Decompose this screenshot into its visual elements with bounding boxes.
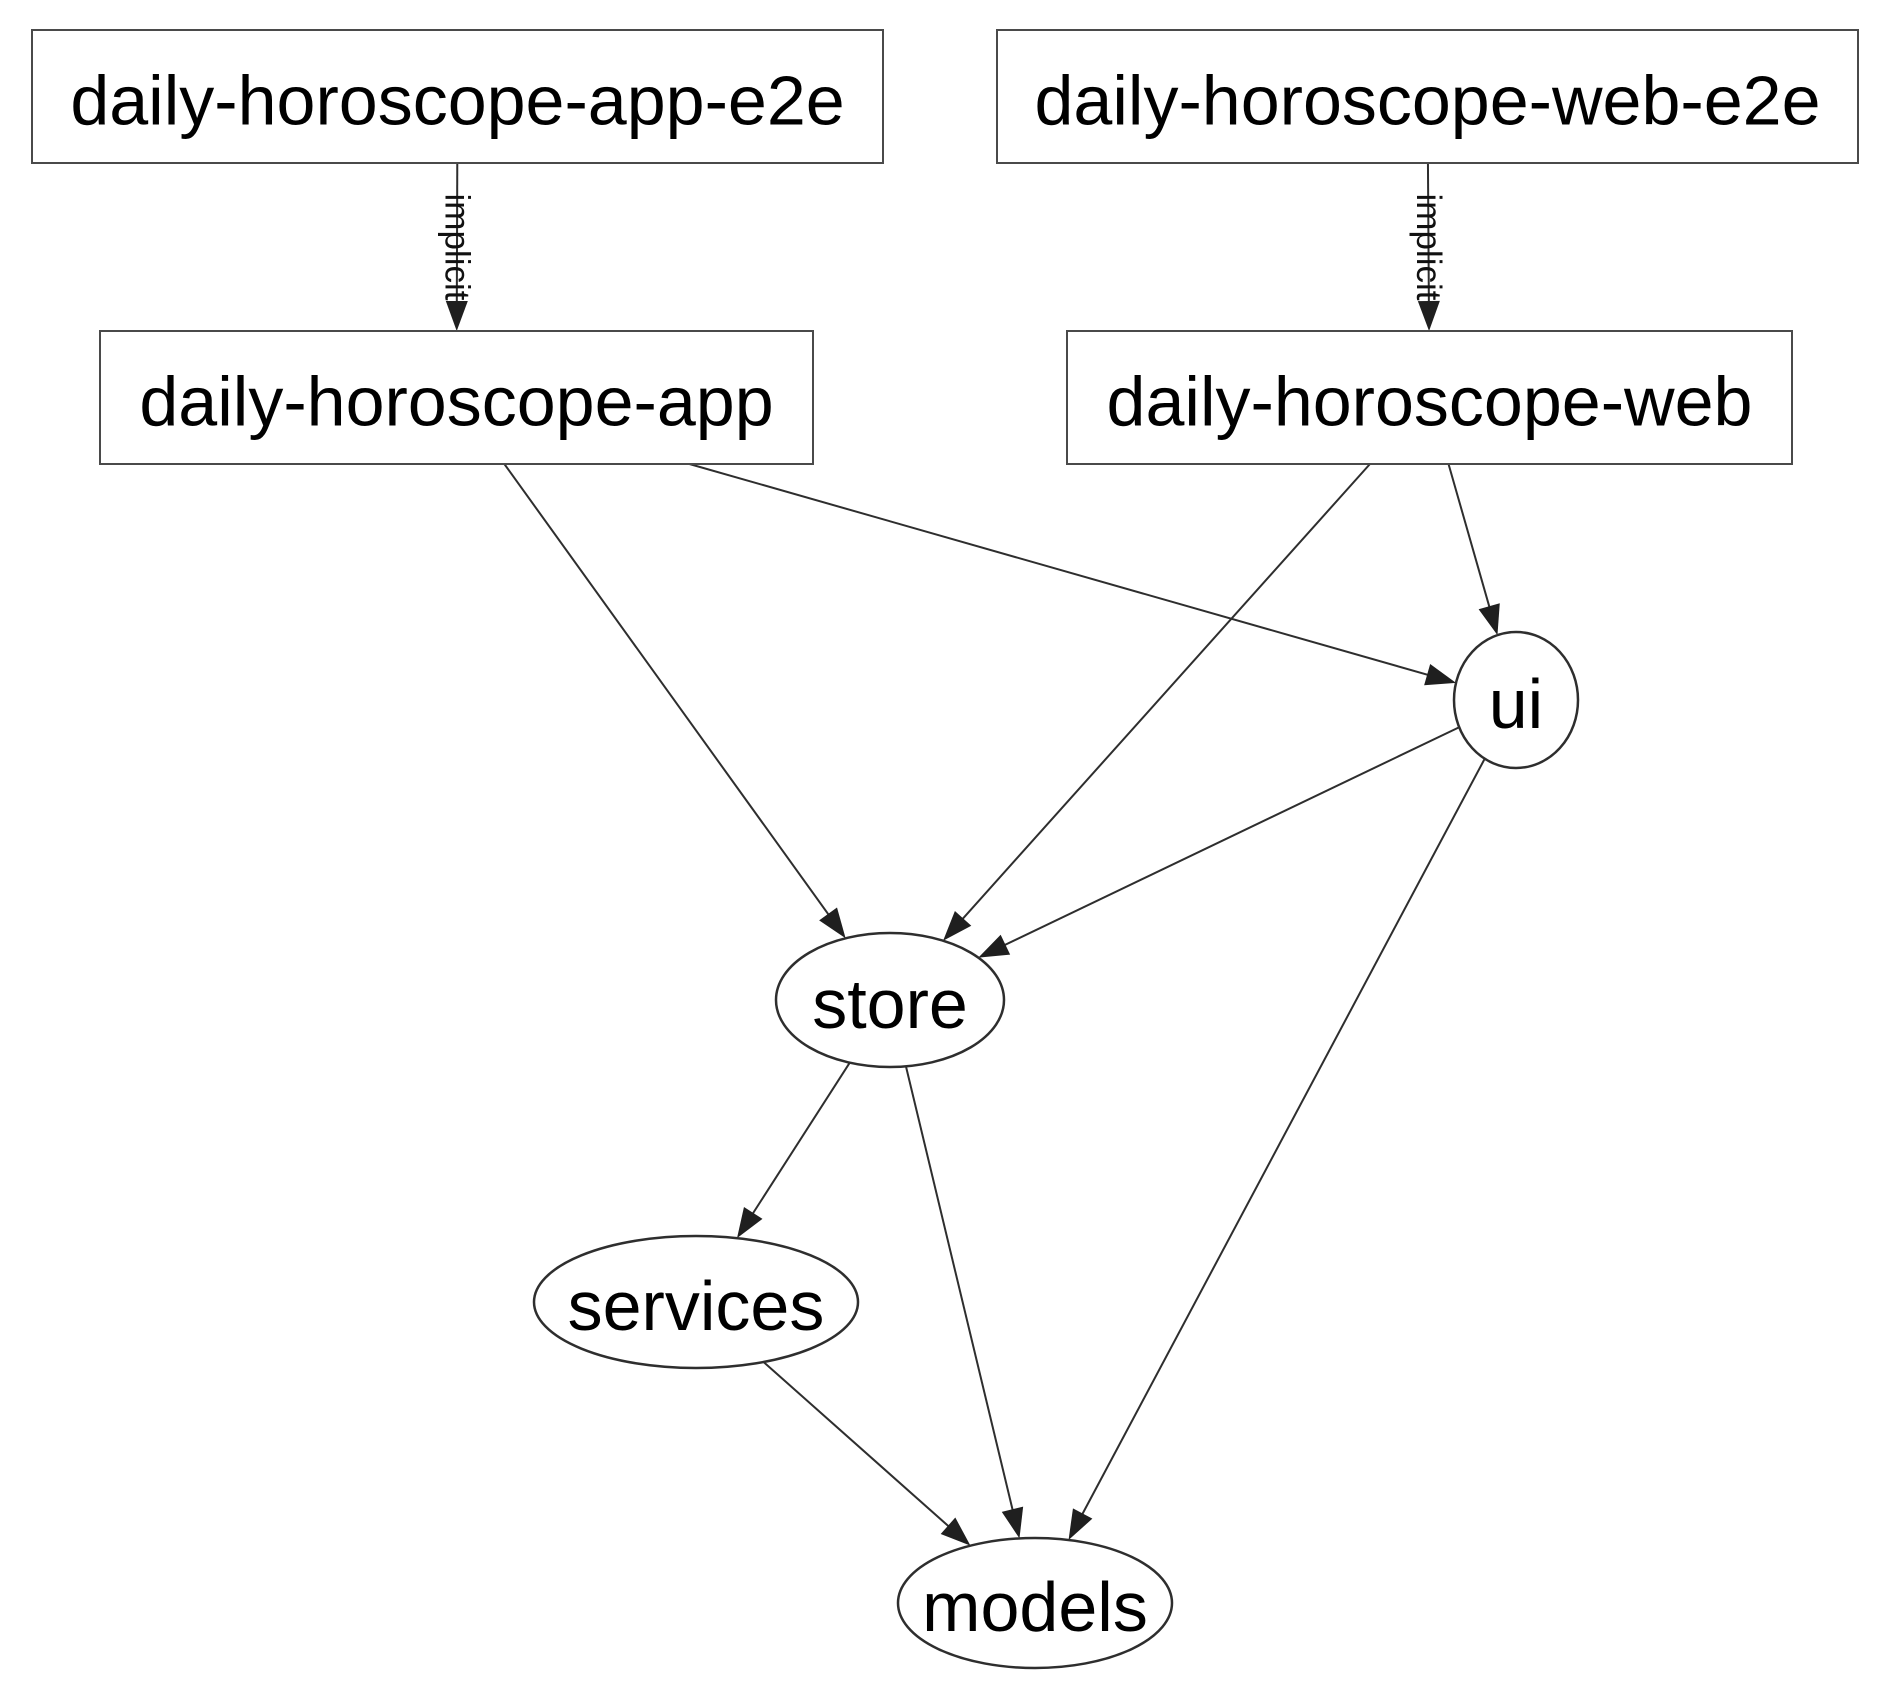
node-ellipse[interactable] xyxy=(532,1234,860,1370)
node-ellipse[interactable] xyxy=(774,931,1006,1069)
graph-node-daily-horoscope-web-e2e[interactable]: daily-horoscope-web-e2e xyxy=(996,29,1859,164)
graph-node-services[interactable]: services xyxy=(532,1234,860,1370)
edge-ui-models xyxy=(1068,758,1486,1540)
node-label: daily-horoscope-web xyxy=(1107,363,1753,441)
edge-line xyxy=(994,726,1460,951)
node-ellipse[interactable] xyxy=(1452,630,1580,770)
graph-node-ui[interactable]: ui xyxy=(1452,630,1580,770)
node-label: services xyxy=(568,1267,825,1345)
node-rect[interactable] xyxy=(1066,330,1793,465)
edge-line xyxy=(1426,162,1430,314)
node-rect[interactable] xyxy=(31,29,884,164)
edge-line xyxy=(762,1361,958,1535)
node-label: daily-horoscope-web-e2e xyxy=(1035,62,1821,140)
node-label: daily-horoscope-app-e2e xyxy=(70,62,844,140)
graph-node-daily-horoscope-app-e2e[interactable]: daily-horoscope-app-e2e xyxy=(31,29,884,164)
node-rect[interactable] xyxy=(996,29,1859,164)
edge-daily-horoscope-app-e2e-daily-horoscope-app: implicit xyxy=(438,162,477,331)
edges-layer: implicit implicit xyxy=(438,162,1500,1546)
graph-node-models[interactable]: models xyxy=(896,1536,1174,1670)
edge-line xyxy=(745,1062,851,1224)
edge-line xyxy=(954,463,1371,928)
node-rect[interactable] xyxy=(99,330,814,465)
arrowhead-icon xyxy=(445,300,468,331)
edge-line xyxy=(1447,463,1494,619)
node-ellipse[interactable] xyxy=(896,1536,1174,1670)
nodes-layer: daily-horoscope-app-e2e daily-horoscope-w… xyxy=(31,29,1859,1670)
edge-daily-horoscope-web-store xyxy=(943,463,1371,941)
arrowhead-icon xyxy=(940,1517,971,1546)
arrowhead-icon xyxy=(943,911,972,941)
edge-line xyxy=(904,1066,1017,1522)
edge-daily-horoscope-web-e2e-daily-horoscope-web: implicit xyxy=(1409,162,1448,331)
edge-ui-store xyxy=(978,726,1460,958)
graph-node-daily-horoscope-app[interactable]: daily-horoscope-app xyxy=(99,330,814,465)
edge-line xyxy=(503,463,836,925)
edge-daily-horoscope-app-store xyxy=(503,463,846,939)
arrowhead-icon xyxy=(1424,664,1456,686)
edge-line xyxy=(1076,758,1486,1525)
arrowhead-icon xyxy=(819,907,846,939)
edge-daily-horoscope-app-ui xyxy=(689,463,1456,686)
arrowhead-icon xyxy=(737,1206,763,1239)
arrowhead-icon xyxy=(1068,1508,1093,1540)
arrowhead-icon xyxy=(1478,603,1500,636)
arrowhead-icon xyxy=(978,934,1011,958)
edge-store-models xyxy=(904,1066,1024,1539)
edge-label: implicit xyxy=(1409,194,1448,301)
edge-services-models xyxy=(762,1361,971,1546)
node-label: daily-horoscope-app xyxy=(139,363,773,441)
edge-label: implicit xyxy=(438,194,477,301)
edge-store-services xyxy=(737,1062,851,1239)
edge-daily-horoscope-web-ui xyxy=(1447,463,1500,636)
node-label: store xyxy=(812,965,968,1043)
graph-node-daily-horoscope-web[interactable]: daily-horoscope-web xyxy=(1066,330,1793,465)
node-label: ui xyxy=(1489,665,1543,743)
arrowhead-icon xyxy=(1417,300,1440,331)
arrowhead-icon xyxy=(1001,1506,1024,1539)
node-label: models xyxy=(922,1568,1148,1646)
edge-line xyxy=(689,463,1439,679)
graph-node-store[interactable]: store xyxy=(774,931,1006,1069)
